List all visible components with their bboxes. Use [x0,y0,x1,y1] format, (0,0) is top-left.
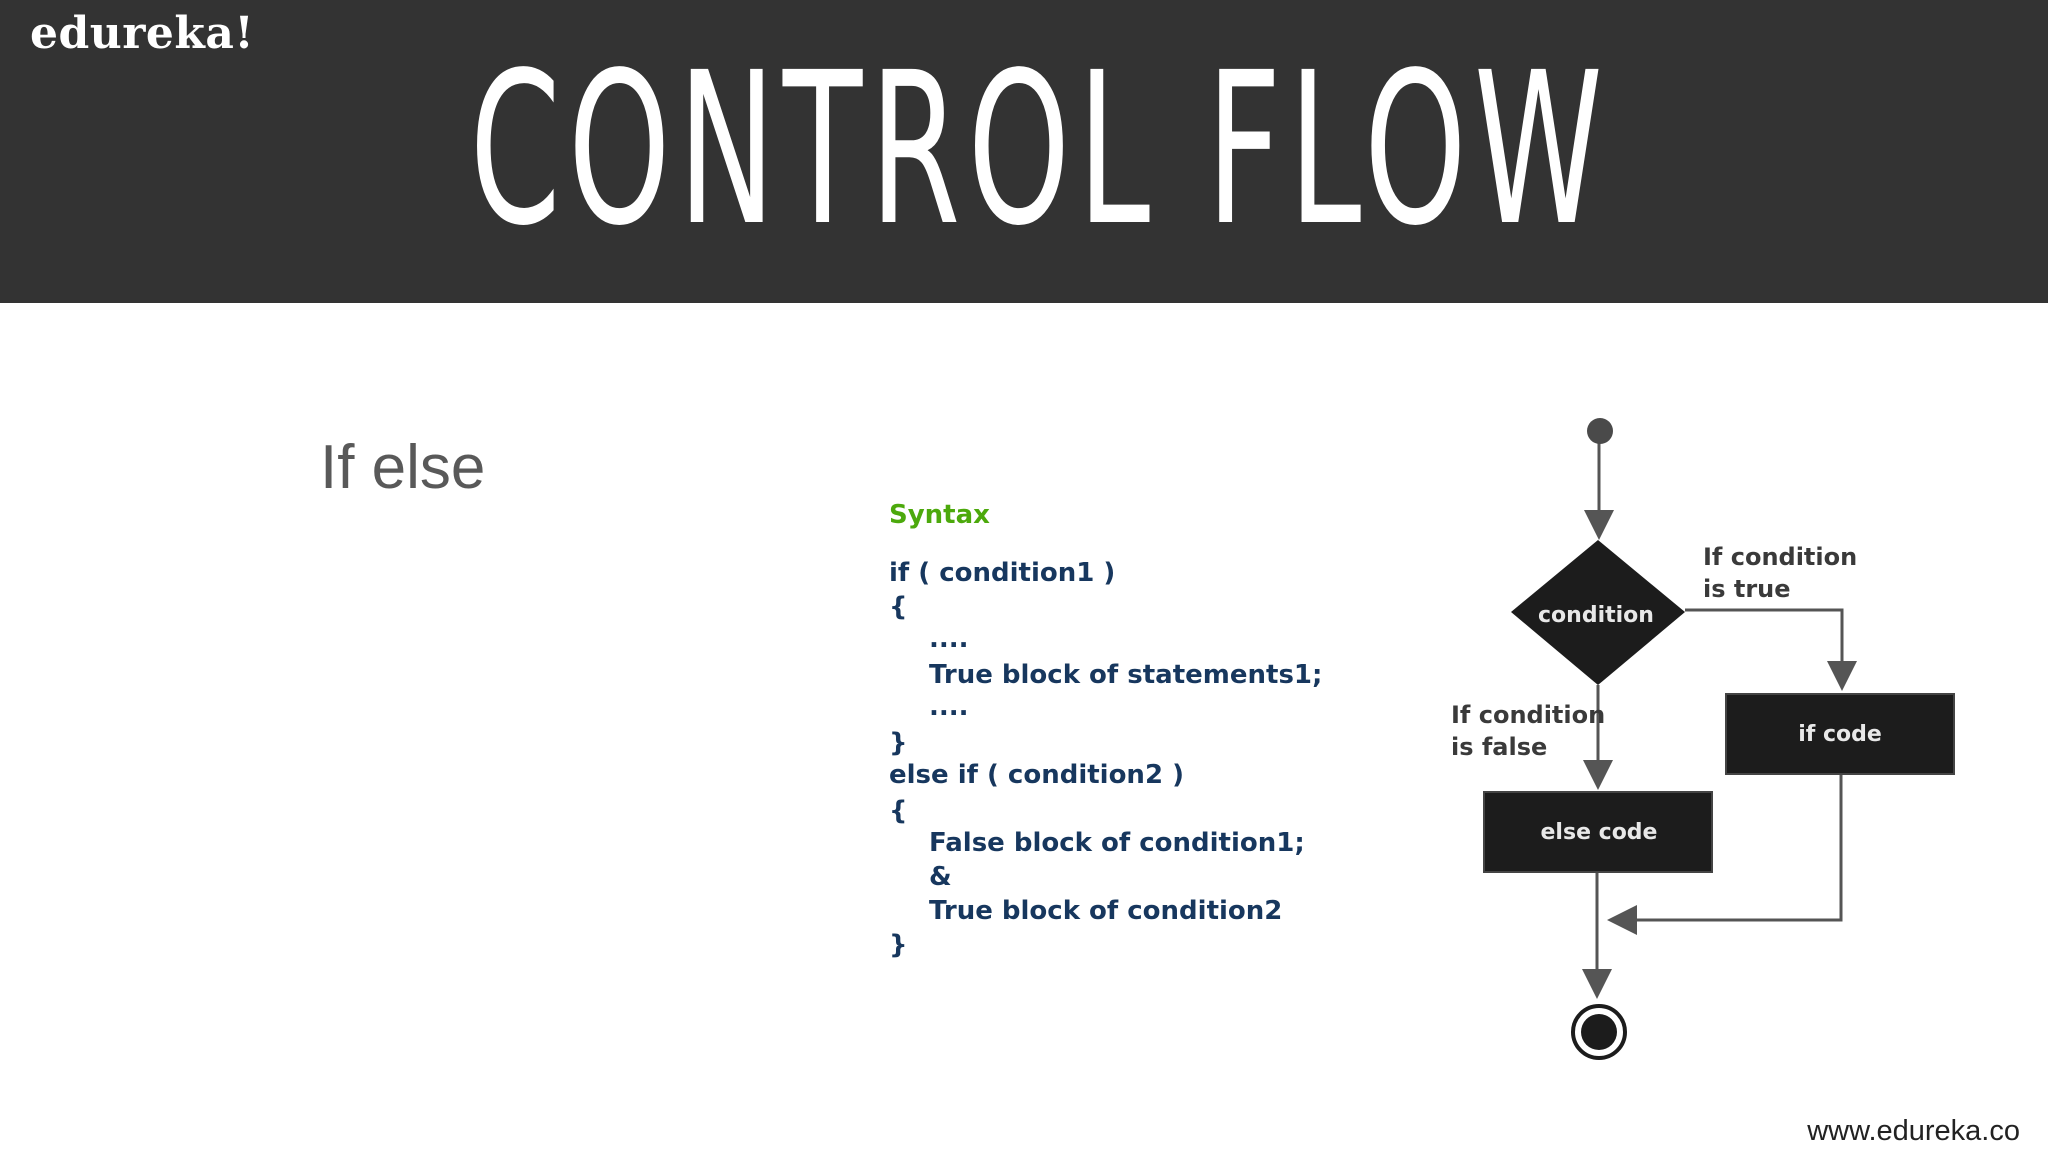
code-line: .... [929,692,969,722]
true-branch-label: is true [1703,575,1791,603]
code-line: False block of condition1; [929,828,1305,858]
true-branch-label: If condition [1703,543,1857,571]
arrow-if-code-merge [1607,773,1843,935]
condition-label: condition [1538,603,1654,628]
if-code-box [1725,693,1955,775]
false-branch-label: is false [1451,733,1547,761]
else-code-label: else code [1541,820,1658,845]
code-line: { [889,796,908,826]
code-line: } [889,728,908,758]
condition-diamond [1511,540,1685,685]
code-line: } [889,930,908,960]
arrow-true-branch [1685,608,1857,691]
false-branch-label: If condition [1451,701,1605,729]
code-line: .... [929,624,969,654]
syntax-heading: Syntax [889,500,990,530]
code-line: else if ( condition2 ) [889,760,1184,790]
footer-url: www.edureka.co [1807,1115,2020,1147]
start-node [1587,418,1613,444]
edureka-logo: edureka! [30,8,255,59]
code-line: & [929,862,952,892]
if-code-label: if code [1798,722,1882,747]
code-line: True block of condition2 [929,896,1283,926]
code-line: True block of statements1; [929,660,1323,690]
code-line: { [889,592,908,622]
slide-subtitle: If else [320,433,486,502]
header-bar: edureka! CONTROL FLOW [0,0,2048,303]
page-title: CONTROL FLOW [469,27,1611,272]
else-code-box [1483,791,1713,873]
end-node-inner [1581,1014,1617,1050]
code-line: if ( condition1 ) [889,558,1116,588]
